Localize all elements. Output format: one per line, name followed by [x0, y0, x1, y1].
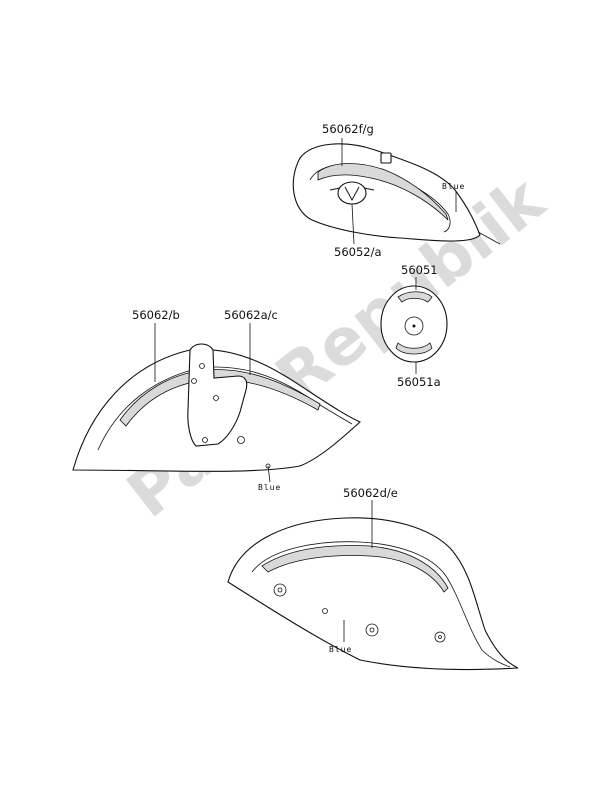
part-label-emblem-top: 56051 [401, 263, 438, 277]
rear-fender: 56062d/e Blue [227, 486, 519, 671]
part-label-front-fender-stripe-right: 56062a/c [224, 308, 278, 322]
color-label-tank: Blue [442, 182, 465, 191]
fuel-tank: 56062f/g 56052/a Blue [292, 122, 501, 259]
color-label-rear-fender: Blue [329, 645, 352, 654]
color-label-front-fender: Blue [258, 483, 281, 492]
round-emblem: 56051 56051a [380, 263, 448, 389]
v-emblem [329, 181, 375, 205]
part-label-front-fender-stripe-left: 56062/b [132, 308, 180, 322]
part-label-rear-fender-stripe: 56062d/e [343, 486, 398, 500]
front-fender: 56062/b 56062a/c Blue [72, 308, 361, 492]
part-label-tank-stripe: 56062f/g [322, 122, 374, 136]
part-label-tank-emblem: 56052/a [334, 245, 382, 259]
part-label-emblem-bottom: 56051a [397, 375, 441, 389]
